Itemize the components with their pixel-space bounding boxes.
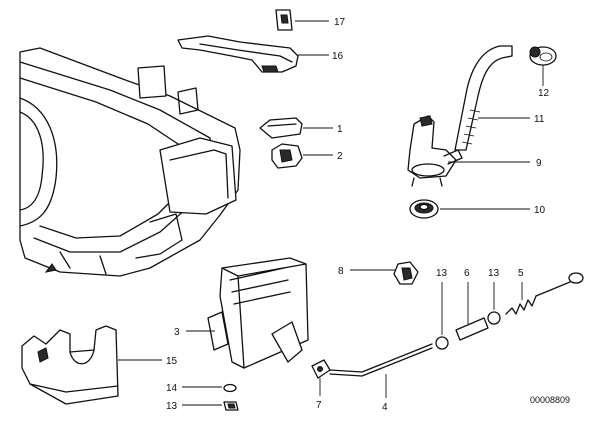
part-13-nut — [182, 401, 239, 411]
callout-16: 16 — [332, 51, 344, 62]
callout-13-b: 13 — [488, 268, 500, 279]
part-10-grommet — [409, 199, 530, 219]
part-16-bracket — [177, 35, 329, 73]
callout-2: 2 — [337, 151, 343, 162]
part-17-clip — [275, 9, 329, 31]
callout-5: 5 — [518, 268, 524, 279]
part-11-hose — [454, 45, 530, 151]
callout-8: 8 — [338, 266, 344, 277]
part-8-connector — [350, 261, 419, 285]
part-13-spacer-a — [435, 282, 449, 350]
callout-13-a: 13 — [436, 268, 448, 279]
part-7-connector — [311, 359, 331, 396]
callout-15: 15 — [166, 356, 178, 367]
part-6-sleeve — [455, 282, 489, 341]
callout-9: 9 — [536, 158, 542, 169]
callout-7: 7 — [316, 400, 322, 411]
callout-3: 3 — [174, 327, 180, 338]
reservoir-housing — [19, 47, 241, 277]
part-5-spring — [505, 272, 584, 315]
part-1-connector — [259, 117, 333, 139]
callout-1: 1 — [337, 124, 343, 135]
part-13-spacer-b — [487, 282, 501, 325]
callout-13-c: 13 — [166, 401, 178, 412]
part-14-washer — [182, 383, 237, 393]
callout-14: 14 — [166, 383, 178, 394]
callout-11: 11 — [534, 114, 545, 125]
callout-10: 10 — [534, 205, 546, 216]
part-12-clamp — [529, 46, 557, 86]
drawing-code: 00008809 — [530, 395, 570, 405]
callout-17: 17 — [334, 17, 346, 28]
callout-4: 4 — [382, 402, 388, 413]
part-15-bracket — [21, 325, 162, 405]
callout-6: 6 — [464, 268, 470, 279]
part-9-pump — [407, 115, 530, 187]
part-4-rod — [329, 343, 433, 398]
callout-12: 12 — [538, 88, 550, 99]
part-2-holder — [271, 143, 333, 169]
part-3-control-unit — [186, 257, 309, 369]
